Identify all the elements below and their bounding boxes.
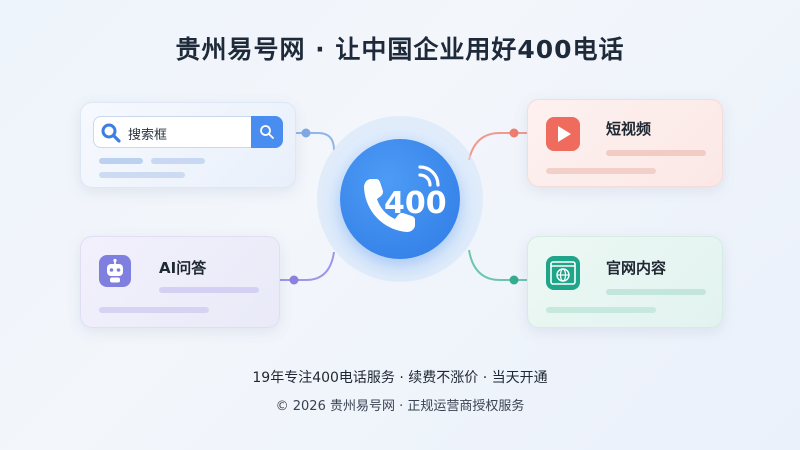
website-content-card[interactable]: 官网内容 [527, 236, 723, 328]
website-content-label: 官网内容 [606, 259, 667, 277]
placeholder-bar [606, 150, 706, 156]
robot-icon [107, 258, 123, 283]
phone-call-icon [364, 165, 440, 232]
placeholder-bar [151, 158, 205, 164]
footer-tagline: 19年专注400电话服务 · 续费不涨价 · 当天开通 [252, 370, 548, 386]
page-title: 贵州易号网 · 让中国企业用好400电话 [175, 35, 625, 64]
globe-browser-icon [550, 261, 576, 285]
search-button-icon [260, 125, 274, 139]
search-placeholder: 搜索框 [128, 128, 168, 143]
placeholder-bar [99, 307, 209, 313]
play-icon [558, 126, 571, 142]
placeholder-bar [159, 287, 259, 293]
placeholder-bar [546, 168, 656, 174]
search-icon [101, 123, 121, 143]
search-input[interactable]: 搜索框 [93, 116, 283, 148]
placeholder-bar [99, 172, 185, 178]
ai-qa-label: AI问答 [159, 259, 207, 277]
placeholder-bar [546, 307, 656, 313]
globe-browser-icon-tile [546, 256, 580, 290]
placeholder-bar [606, 289, 706, 295]
footer-copyright: © 2026 贵州易号网 · 正规运营商授权服务 [275, 399, 525, 414]
search-card[interactable]: 搜索框 [80, 102, 296, 188]
short-video-card[interactable]: 短视频 [527, 99, 723, 187]
robot-icon-tile [99, 255, 131, 287]
search-button[interactable] [251, 116, 283, 148]
placeholder-bar [99, 158, 143, 164]
hub-label: 400 [384, 186, 447, 221]
ai-qa-card[interactable]: AI问答 [80, 236, 280, 328]
play-icon-tile [546, 117, 580, 151]
short-video-label: 短视频 [606, 120, 652, 138]
phone-400-hub[interactable] [340, 139, 460, 259]
